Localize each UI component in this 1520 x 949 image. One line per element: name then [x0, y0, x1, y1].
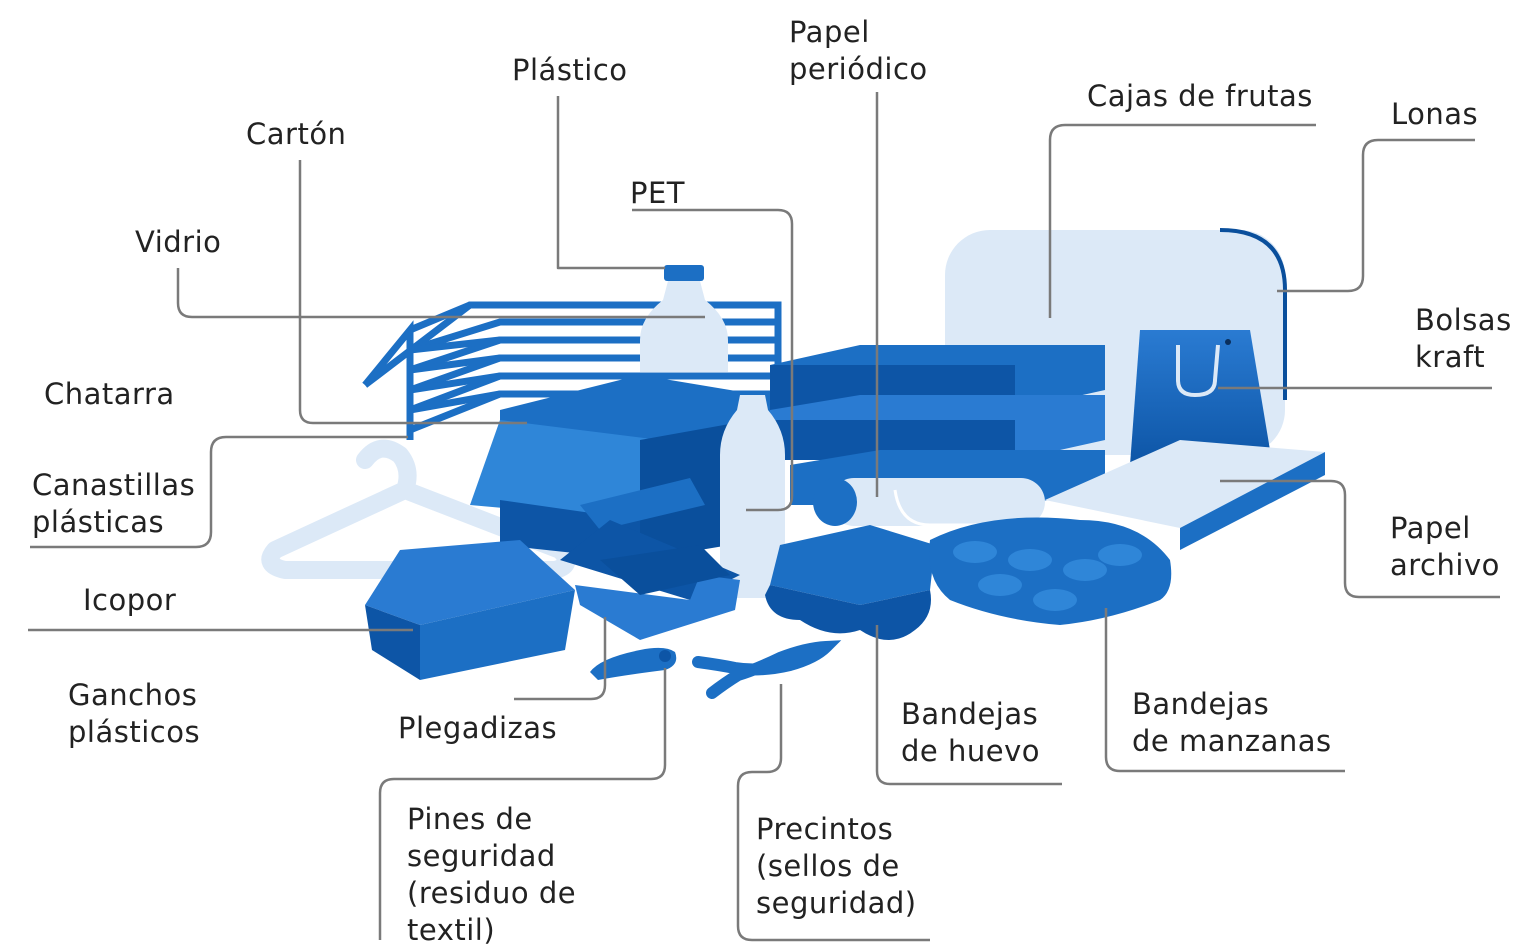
label-vidrio: Vidrio	[135, 225, 222, 259]
label-precintos: Precintos (sellos de seguridad)	[756, 812, 917, 920]
leader-precintos	[736, 684, 930, 942]
label-carton: Cartón	[246, 117, 347, 151]
cajas-stack-shape	[770, 345, 1105, 505]
leader-pines	[378, 668, 667, 940]
leader-canastillas	[30, 435, 408, 549]
bottle-top-shape	[640, 265, 728, 372]
label-papel-periodico: Papel periódico	[789, 15, 928, 86]
label-pines-de-seguridad: Pines de seguridad (residuo de textil)	[407, 802, 577, 947]
gancho-shape	[261, 439, 576, 579]
pin-shape	[590, 647, 677, 680]
label-ganchos-plasticos: Ganchos plásticos	[68, 678, 201, 749]
leader-carton	[298, 160, 527, 425]
bandeja-manzanas-shape	[929, 517, 1172, 625]
label-chatarra: Chatarra	[44, 377, 175, 411]
label-cajas-de-frutas: Cajas de frutas	[1087, 79, 1313, 113]
leader-plegadizas	[514, 617, 607, 701]
papel-periodico-shape	[813, 478, 1045, 527]
leader-pet	[632, 208, 794, 512]
leader-bandejas-huevo	[875, 625, 1062, 786]
leader-lines	[28, 92, 1500, 942]
leader-bandejas-manzanas	[1104, 608, 1345, 773]
label-bandejas-de-manzanas: Bandejas de manzanas	[1132, 687, 1332, 758]
plegadiza-shape	[560, 478, 740, 640]
label-canastillas-plasticas: Canastillas plásticas	[32, 468, 196, 539]
pet-bottle-shape	[720, 395, 785, 598]
bolsa-kraft-shape	[1130, 330, 1270, 465]
leader-cajas-de-frutas	[1048, 123, 1316, 318]
leader-lonas	[1277, 138, 1475, 293]
label-icopor: Icopor	[83, 583, 177, 617]
label-pet: PET	[630, 176, 686, 210]
label-plastico: Plástico	[512, 53, 628, 87]
precinto-shape	[692, 640, 842, 699]
label-papel-archivo: Papel archivo	[1390, 511, 1500, 582]
label-lonas: Lonas	[1391, 97, 1479, 131]
label-bolsas-kraft: Bolsas kraft	[1415, 303, 1512, 374]
leader-papel-archivo	[1220, 479, 1500, 599]
icopor-shape	[365, 540, 575, 680]
carton-box-shape	[470, 375, 790, 560]
label-bandejas-de-huevo: Bandejas de huevo	[901, 697, 1040, 768]
leader-plastico	[556, 96, 665, 270]
papel-archivo-shape	[1045, 440, 1325, 550]
label-plegadizas: Plegadizas	[398, 711, 558, 745]
bandeja-huevo-shape	[765, 525, 935, 640]
leader-vidrio	[176, 268, 705, 319]
